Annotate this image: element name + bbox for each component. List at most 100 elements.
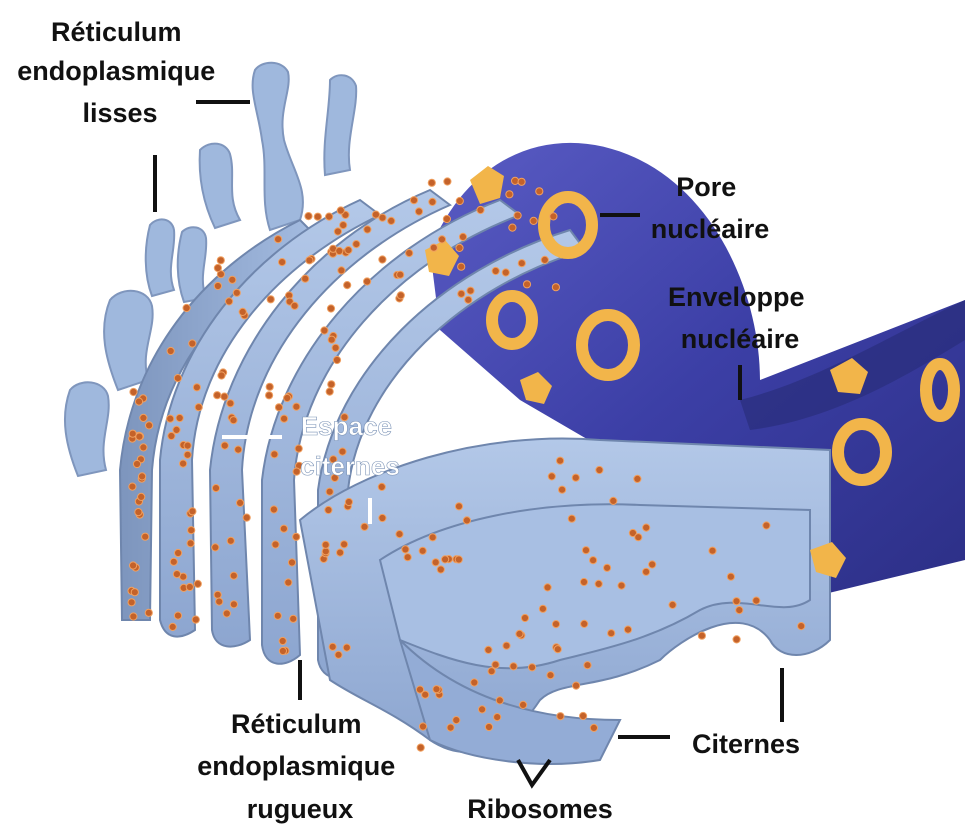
- ribosome-dot: [174, 612, 181, 619]
- ribosome-dot: [372, 211, 379, 218]
- ribosome-dot: [338, 267, 345, 274]
- ribosome-dot: [643, 524, 650, 531]
- ribosome-dot: [345, 247, 352, 254]
- ribosome-dot: [337, 207, 344, 214]
- ribosome-dot: [442, 556, 449, 563]
- ribosome-dot: [643, 568, 650, 575]
- ribosome-dot: [584, 662, 591, 669]
- label-cisternae: Citernes: [692, 729, 800, 759]
- ribosome-dot: [306, 257, 313, 264]
- ribosome-dot: [477, 206, 484, 213]
- ribosome-dot: [340, 222, 347, 229]
- ribosome-dot: [237, 499, 244, 506]
- ribosome-dot: [444, 178, 451, 185]
- ribosome-dot: [492, 661, 499, 668]
- ribosome-dot: [226, 298, 233, 305]
- ribosome-dot: [465, 296, 472, 303]
- ribosome-dot: [510, 663, 517, 670]
- ribosome-dot: [727, 573, 734, 580]
- ribosome-dot: [459, 233, 466, 240]
- ribosome-dot: [410, 197, 417, 204]
- ribosome-dot: [456, 197, 463, 204]
- ribosome-dot: [544, 584, 551, 591]
- ribosome-dot: [135, 398, 142, 405]
- ribosome-dot: [429, 534, 436, 541]
- ribosome-dot: [135, 508, 142, 515]
- ribosome-dot: [128, 599, 135, 606]
- ribosome-dot: [429, 198, 436, 205]
- ribosome-dot: [488, 668, 495, 675]
- ribosome-dot: [582, 547, 589, 554]
- ribosome-dot: [221, 393, 228, 400]
- ribosome-dot: [514, 212, 521, 219]
- ribosome-dot: [291, 302, 298, 309]
- ribosome-dot: [327, 305, 334, 312]
- ribosome-dot: [568, 515, 575, 522]
- ribosome-dot: [336, 247, 343, 254]
- ribosome-dot: [580, 712, 587, 719]
- ribosome-dot: [146, 422, 153, 429]
- ribosome-dot: [518, 178, 525, 185]
- ribosome-dot: [218, 372, 225, 379]
- ribosome-dot: [280, 525, 287, 532]
- ribosome-dot: [379, 256, 386, 263]
- ribosome-dot: [130, 613, 137, 620]
- ribosome-dot: [326, 388, 333, 395]
- ribosome-dot: [328, 336, 335, 343]
- label-smooth-er-line1: Réticulum: [51, 17, 182, 47]
- ribosome-dot: [186, 583, 193, 590]
- ribosome-dot: [447, 724, 454, 731]
- ribosome-dot: [361, 523, 368, 530]
- ribosome-dot: [235, 446, 242, 453]
- label-nuclear-envelope-line1: Enveloppe: [668, 282, 805, 312]
- ribosome-dot: [634, 475, 641, 482]
- ribosome-dot: [378, 483, 385, 490]
- ribosome-dot: [496, 697, 503, 704]
- ribosome-dot: [293, 533, 300, 540]
- ribosome-dot: [455, 503, 462, 510]
- label-nuclear-pore-line1: Pore: [676, 172, 736, 202]
- ribosome-dot: [279, 259, 286, 266]
- ribosome-dot: [364, 278, 371, 285]
- ribosome-dot: [344, 282, 351, 289]
- ribosome-dot: [173, 571, 180, 578]
- ribosome-dot: [608, 630, 615, 637]
- ribosome-dot: [471, 679, 478, 686]
- ribosome-dot: [590, 557, 597, 564]
- ribosome-dot: [559, 486, 566, 493]
- label-cisternal-space-line2: citernes: [300, 451, 400, 481]
- ribosome-dot: [539, 605, 546, 612]
- ribosome-dot: [279, 647, 286, 654]
- ribosome-dot: [230, 572, 237, 579]
- ribosome-dot: [572, 474, 579, 481]
- ribosome-dot: [290, 615, 297, 622]
- ribosome-dot: [274, 612, 281, 619]
- ribosome-dot: [175, 549, 182, 556]
- ribosome-dot: [328, 381, 335, 388]
- ribosome-dot: [187, 540, 194, 547]
- ribosome-dot: [428, 179, 435, 186]
- ribosome-dot: [529, 664, 536, 671]
- ribosome-dot: [443, 215, 450, 222]
- ribosome-dot: [302, 275, 309, 282]
- ribosome-dot: [293, 403, 300, 410]
- ribosome-dot: [388, 217, 395, 224]
- ribosome-dot: [343, 644, 350, 651]
- ribosome-dot: [194, 580, 201, 587]
- ribosome-dot: [188, 527, 195, 534]
- ribosome-dot: [227, 537, 234, 544]
- ribosome-dot: [227, 400, 234, 407]
- ribosome-dot: [397, 271, 404, 278]
- ribosome-dot: [176, 414, 183, 421]
- ribosome-dot: [326, 488, 333, 495]
- ribosome-dot: [345, 498, 352, 505]
- ribosome-dot: [552, 284, 559, 291]
- ribosome-dot: [548, 473, 555, 480]
- ribosome-dot: [624, 626, 631, 633]
- ribosome-dot: [379, 214, 386, 221]
- ribosome-dot: [284, 394, 291, 401]
- ribosome-dot: [230, 601, 237, 608]
- ribosome-dot: [547, 672, 554, 679]
- ribosome-dot: [733, 636, 740, 643]
- ribosome-dot: [189, 508, 196, 515]
